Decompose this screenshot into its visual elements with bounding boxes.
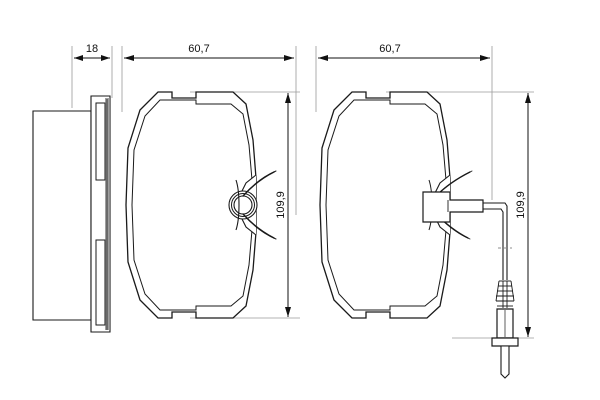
dimension-label-width-left: 60,7 (188, 43, 209, 55)
left-pad-front-view (125, 91, 277, 319)
backing-plate-side (32, 110, 92, 321)
clip-wire-cross (235, 179, 240, 231)
sensor-cable-outer (483, 202, 508, 280)
profile-slot-upper (95, 102, 106, 181)
dimension-label-width-right: 60,7 (379, 43, 400, 55)
right-pad-front-view (319, 91, 519, 379)
clip-ring-inner (233, 195, 253, 215)
side-profile-view (32, 95, 111, 333)
sensor-cable-inner (483, 208, 504, 280)
dimension-lines (74, 55, 531, 337)
wear-sensor-housing (422, 191, 484, 223)
cable-strain-relief (495, 280, 515, 308)
dimension-label-height-right: 109,9 (515, 191, 527, 219)
clip-spring-arm-upper-edge (245, 170, 277, 194)
clip-spring-arm-lower-edge (245, 216, 277, 240)
dimension-label-thickness: 18 (86, 43, 98, 55)
right-pad-inner-contour (325, 99, 447, 311)
left-pad-outline (125, 91, 257, 319)
right-spring-arm-upper-edge (438, 170, 473, 194)
dimension-label-height-left: 109,9 (275, 191, 287, 219)
profile-slot-lower (95, 239, 106, 326)
right-pad-outline (319, 91, 451, 319)
connector-plug-pin (500, 345, 510, 379)
left-pad-inner-contour (131, 99, 253, 311)
friction-shading (105, 98, 110, 330)
connector-plug-flange (491, 337, 519, 347)
